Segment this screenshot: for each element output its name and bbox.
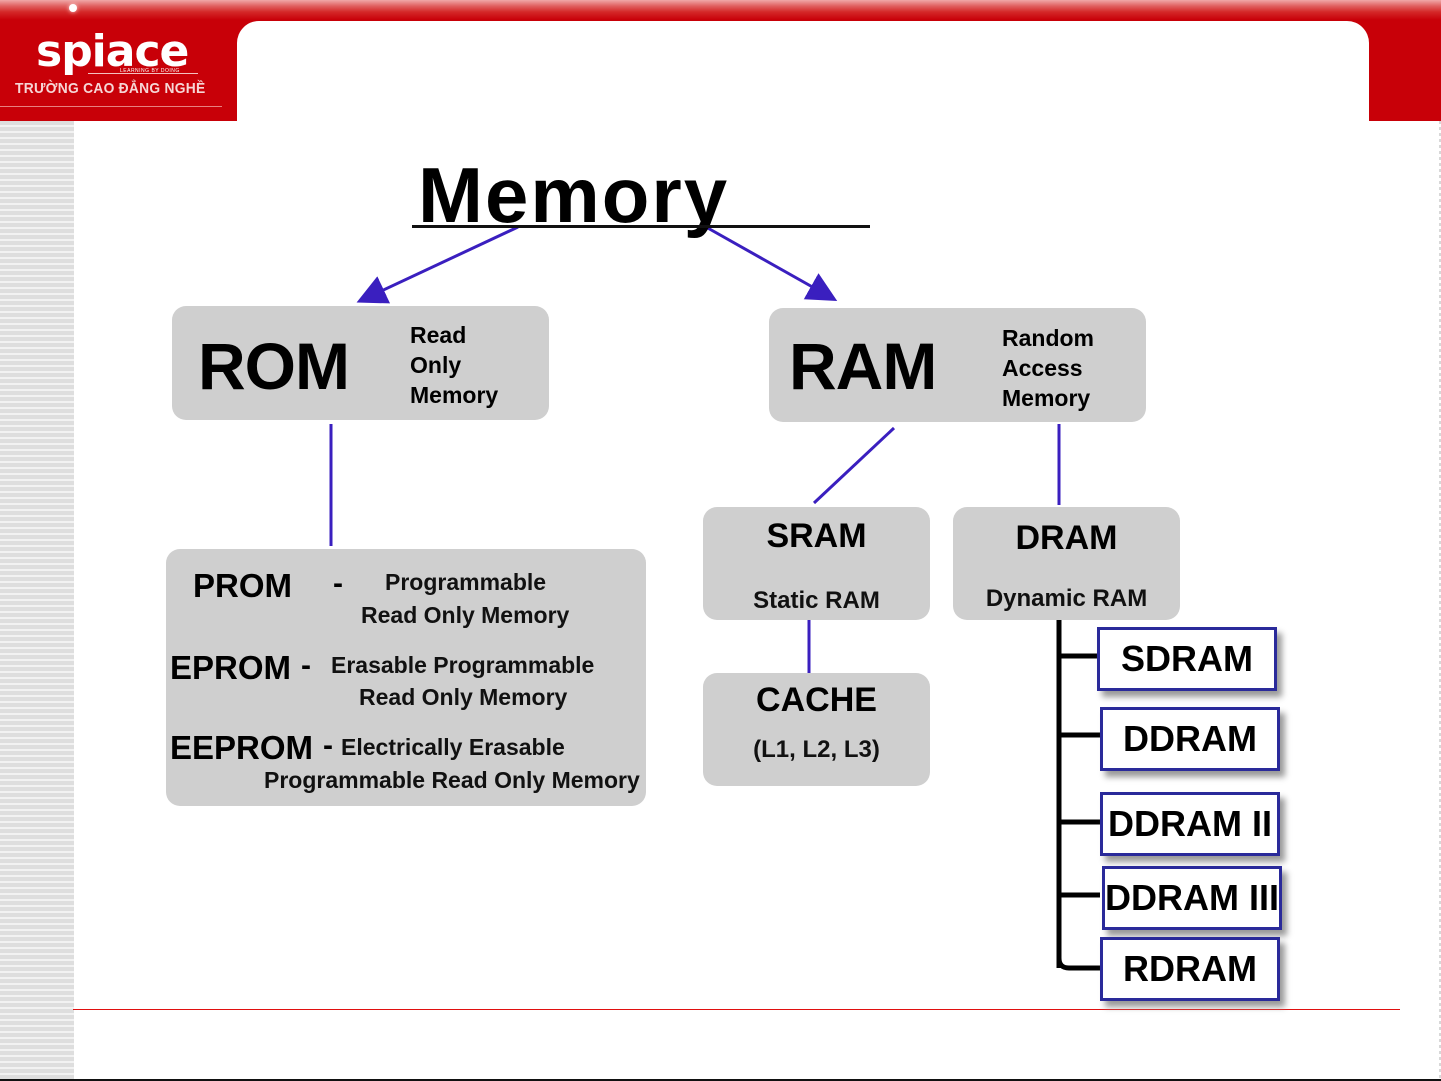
ram-expansion-line: Memory: [1002, 385, 1091, 411]
logo-tagline: LEARNING BY DOING: [120, 68, 180, 74]
logo-wordmark: spiace: [36, 26, 189, 77]
header-content-panel: [237, 21, 1369, 121]
bottom-border: [0, 1079, 1441, 1081]
title-underline: [412, 225, 870, 228]
footer-divider: [73, 1009, 1400, 1010]
diagram-title: Memory: [418, 151, 730, 239]
arrow-memory-to-rom: [356, 225, 519, 304]
dram-type-ddram3: DDRAM III: [1102, 866, 1282, 930]
dram-tree-branch-rdram: [1056, 957, 1100, 971]
logo-underline: [0, 106, 222, 107]
sram-sublabel: Static RAM: [753, 587, 880, 614]
ram-label: RAM: [789, 329, 937, 403]
sram-node: SRAM Static RAM: [703, 507, 930, 620]
ram-expansion-line: Random: [1002, 325, 1094, 351]
dram-type-ddram2: DDRAM II: [1100, 792, 1280, 856]
rom-node: ROM Read Only Memory: [172, 306, 549, 420]
dram-node: DRAM Dynamic RAM: [953, 507, 1180, 620]
rom-label: ROM: [198, 329, 350, 403]
rom-type-dash: -: [323, 729, 333, 762]
cache-sublabel: (L1, L2, L3): [753, 736, 880, 763]
rom-type-dash: -: [301, 649, 311, 682]
rom-type-desc-line: Electrically Erasable: [341, 734, 565, 760]
dram-type-ddram: DDRAM: [1100, 707, 1280, 771]
rom-type-desc-line: Read Only Memory: [361, 602, 570, 628]
rom-expansion-line: Memory: [410, 382, 499, 408]
connector-ram-to-sram: [812, 426, 896, 505]
ram-expansion: Random Access Memory: [1002, 323, 1094, 413]
dram-type-rdram: RDRAM: [1100, 937, 1280, 1001]
logo-school-name: TRƯỜNG CAO ĐẲNG NGHỀ: [15, 80, 206, 97]
arrow-memory-to-ram: [705, 225, 838, 301]
cache-label: CACHE: [756, 681, 877, 719]
logo-figure-icon: [69, 4, 77, 12]
rom-type-desc-line: Read Only Memory: [359, 684, 568, 710]
ram-expansion-line: Access: [1002, 355, 1083, 381]
rom-type-term: EEPROM: [170, 729, 314, 766]
ram-node: RAM Random Access Memory: [769, 308, 1146, 422]
rom-types-node: PROM - Programmable Read Only Memory EPR…: [166, 549, 646, 806]
rom-type-desc-line: Programmable: [385, 569, 547, 595]
rom-expansion-line: Only: [410, 352, 462, 378]
dram-sublabel: Dynamic RAM: [985, 585, 1148, 612]
sram-label: SRAM: [766, 517, 867, 555]
rom-type-term: EPROM: [170, 649, 292, 686]
right-edge-decoration: [1439, 121, 1441, 1081]
dram-type-sdram: SDRAM: [1097, 627, 1277, 691]
rom-type-desc-line: Programmable Read Only Memory: [264, 767, 640, 793]
cache-node: CACHE (L1, L2, L3): [703, 673, 930, 786]
rom-type-term: PROM: [193, 567, 292, 604]
dram-label: DRAM: [1015, 519, 1118, 557]
rom-type-desc-line: Erasable Programmable: [331, 652, 595, 678]
rom-type-dash: -: [333, 567, 343, 600]
left-stripe-decoration: [0, 121, 74, 1081]
rom-expansion-line: Read: [410, 322, 467, 348]
school-logo: spiace LEARNING BY DOING TRƯỜNG CAO ĐẲNG…: [0, 0, 237, 121]
rom-expansion: Read Only Memory: [410, 320, 498, 410]
logo-divider: [88, 73, 198, 74]
